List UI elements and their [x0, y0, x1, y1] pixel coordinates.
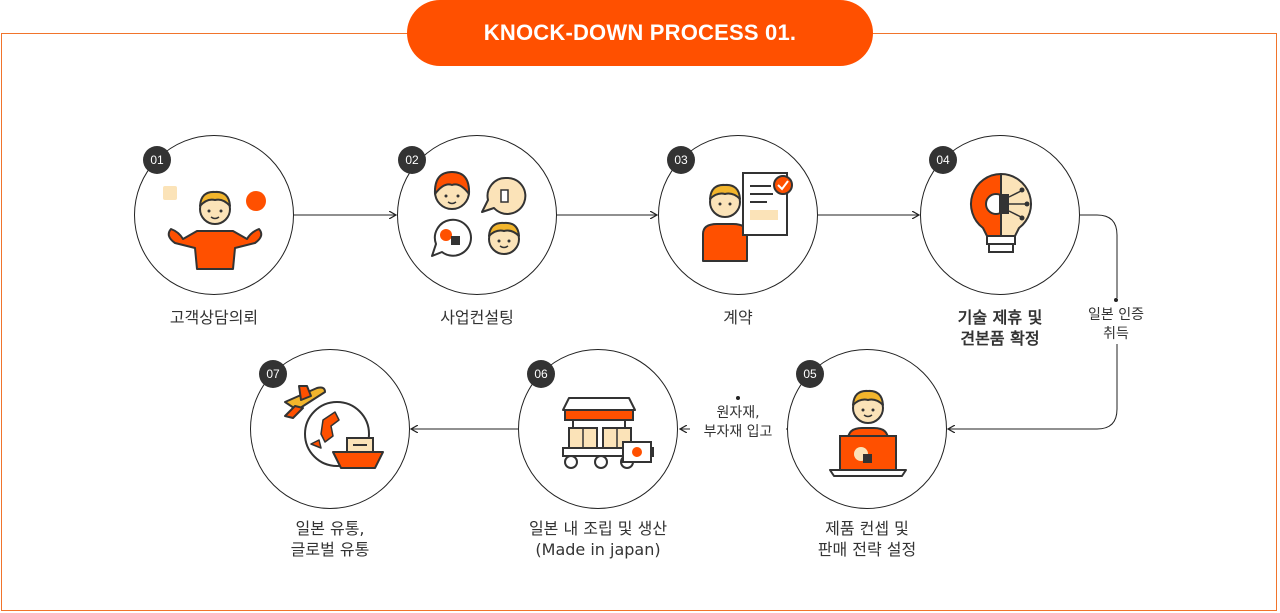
tech-bulb-icon	[970, 173, 1032, 253]
contract-document-icon	[702, 172, 793, 262]
step-01-number: 01	[143, 146, 171, 174]
note-materials: 원자재,부자재 입고	[690, 396, 786, 442]
step-06-circle: 06	[518, 349, 678, 509]
step-03-number: 03	[667, 146, 695, 174]
step-03-label: 계약	[723, 308, 753, 327]
factory-cart-icon	[562, 397, 654, 469]
person-waving-icon	[163, 186, 266, 270]
step-06-number: 06	[527, 360, 555, 388]
step-02-number: 02	[398, 146, 426, 174]
note-bullet	[736, 396, 740, 400]
step-03-circle: 03	[658, 135, 818, 295]
step-07-circle: 07	[250, 349, 410, 509]
step-04-number: 04	[929, 146, 957, 174]
globe-airplane-ship-icon	[284, 385, 384, 469]
step-01-circle: 01	[134, 135, 294, 295]
step-04-circle: 04	[920, 135, 1080, 295]
step-05-circle: 05	[787, 349, 947, 509]
step-06-label: 일본 내 조립 및 생산(Made in japan)	[528, 519, 668, 559]
laptop-person-icon	[829, 389, 907, 477]
step-05-number: 05	[796, 360, 824, 388]
consulting-faces-icon	[431, 171, 527, 257]
step-02-circle: 02	[397, 135, 557, 295]
note-bullet	[1114, 298, 1118, 302]
step-01-label: 고객상담의뢰	[169, 308, 259, 327]
step-02-label: 사업컨설팅	[440, 308, 514, 327]
process-title: KNOCK-DOWN PROCESS 01.	[407, 0, 873, 66]
step-07-label: 일본 유통,글로벌 유통	[290, 519, 370, 559]
step-07-number: 07	[259, 360, 287, 388]
